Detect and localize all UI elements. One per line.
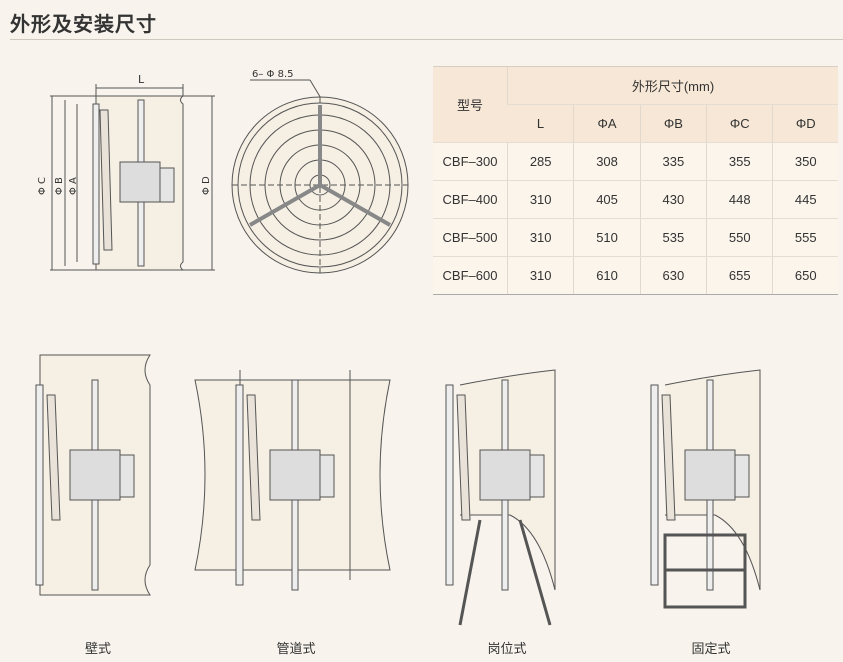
value-cell: 335	[639, 142, 707, 181]
value-cell: 310	[506, 256, 574, 295]
value-cell: 355	[706, 142, 773, 181]
divider	[10, 39, 843, 40]
value-cell: 310	[506, 180, 574, 219]
value-cell: 650	[772, 256, 838, 295]
dim-D-label: Φ D	[201, 176, 212, 195]
fixed-mount-drawing	[650, 369, 761, 609]
dim-C-label: Φ C	[37, 177, 48, 195]
value-cell: 448	[706, 180, 773, 219]
side-view-drawing: L Φ C Φ B Φ A Φ D	[37, 73, 215, 271]
col-D: ΦD	[772, 104, 838, 143]
value-cell: 550	[706, 218, 773, 257]
value-cell: 308	[573, 142, 641, 181]
value-cell: 350	[772, 142, 838, 181]
dim-A-label: Φ A	[68, 177, 79, 195]
value-cell: 285	[506, 142, 574, 181]
page-title: 外形及安装尺寸	[10, 12, 157, 36]
value-cell: 445	[772, 180, 838, 219]
wall-mount-drawing	[35, 354, 151, 596]
col-L: L	[507, 104, 574, 143]
col-B: ΦB	[639, 104, 707, 143]
value-cell: 655	[706, 256, 773, 295]
model-cell: CBF–600	[433, 256, 508, 295]
col-A: ΦA	[573, 104, 641, 143]
caption-duct-mount: 管道式	[276, 642, 316, 657]
value-cell: 430	[639, 180, 707, 219]
holes-label: 6– Φ 8.5	[252, 69, 294, 80]
model-cell: CBF–500	[433, 218, 508, 257]
dim-L-label: L	[138, 73, 145, 86]
post-mount-drawing	[445, 369, 556, 626]
model-header: 型号	[433, 66, 508, 143]
model-cell: CBF–300	[433, 142, 508, 181]
size-header: 外形尺寸(mm)	[507, 66, 838, 105]
dim-B-label: Φ B	[54, 177, 65, 195]
value-cell: 510	[573, 218, 641, 257]
value-cell: 535	[639, 218, 707, 257]
caption-wall-mount: 壁式	[84, 642, 111, 657]
value-cell: 630	[639, 256, 707, 295]
value-cell: 405	[573, 180, 641, 219]
value-cell: 310	[506, 218, 574, 257]
front-view-drawing: 6– Φ 8.5	[231, 69, 409, 274]
value-cell: 555	[772, 218, 838, 257]
duct-mount-drawing	[194, 370, 391, 591]
model-cell: CBF–400	[433, 180, 508, 219]
value-cell: 610	[573, 256, 641, 295]
caption-post-mount: 岗位式	[487, 642, 527, 657]
col-C: ΦC	[706, 104, 773, 143]
caption-fixed-mount: 固定式	[691, 642, 731, 657]
